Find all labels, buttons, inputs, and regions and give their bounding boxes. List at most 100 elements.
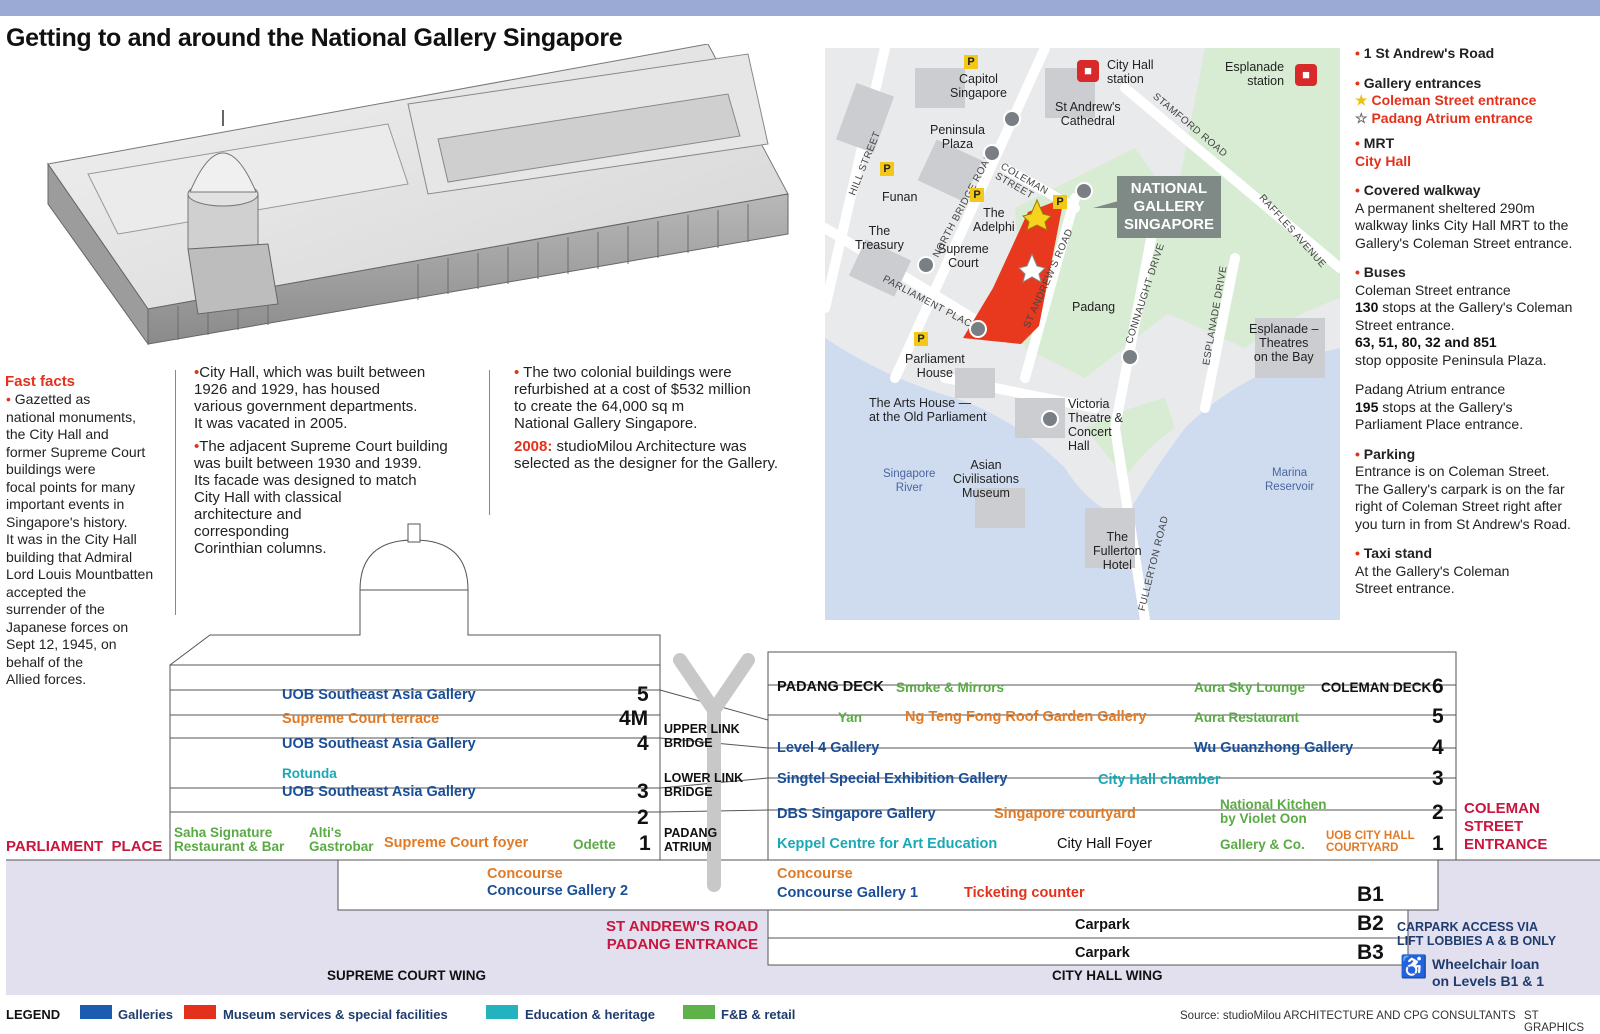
bus-stop-icon <box>983 144 1001 162</box>
sc-level4-number: 4 <box>637 732 649 755</box>
map-label-funan: Funan <box>882 190 918 204</box>
legend-swatch-galleries <box>80 1005 112 1019</box>
parking-icon: P <box>880 162 894 176</box>
b3-number: B3 <box>1357 941 1384 964</box>
b1-concourse-gallery-1: Concourse Gallery 1 <box>777 885 919 901</box>
ch-smoke-mirrors: Smoke & Mirrors <box>896 680 1005 695</box>
sc-level1-foyer: Supreme Court foyer <box>384 835 529 851</box>
info-panel: • 1 St Andrew's Road • Gallery entrances… <box>1355 45 1573 596</box>
source-note: Source: studioMilou ARCHITECTURE AND CPG… <box>1180 1010 1516 1022</box>
section-diagram <box>6 523 1600 995</box>
ch-dbs-gallery: DBS Singapore Gallery <box>777 806 936 822</box>
legend-label: LEGEND <box>6 1007 61 1022</box>
map-label-arts-house: The Arts House —at the Old Parliament <box>869 396 987 424</box>
parking-icon: P <box>970 188 984 202</box>
b1-ticketing-counter: Ticketing counter <box>964 885 1085 901</box>
parking-icon: P <box>1053 195 1067 209</box>
building-illustration <box>47 44 789 346</box>
star-filled-icon: ★ <box>1355 92 1368 108</box>
ch-level4-number: 4 <box>1432 736 1444 759</box>
ch-singapore-courtyard: Singapore courtyard <box>994 806 1136 822</box>
ch-wu-guanzhong: Wu Guanzhong Gallery <box>1194 740 1354 756</box>
fast-facts-col1: • Gazetted as national monuments,the Cit… <box>6 391 154 687</box>
mrt-icon: ■ <box>1295 64 1317 86</box>
sc-level3-label: UOB Southeast Asia Gallery <box>282 784 476 800</box>
ch-city-hall-chamber: City Hall chamber <box>1098 772 1221 788</box>
ch-roof-garden: Ng Teng Fong Roof Garden Gallery <box>905 709 1147 725</box>
legend-item-museum-services: Museum services & special facilities <box>223 1007 448 1022</box>
fast-facts-col3: • The two colonial buildings were refurb… <box>514 364 779 472</box>
sc-level1-number: 1 <box>639 832 651 855</box>
parking-icon: P <box>914 332 928 346</box>
ch-level5-number: 5 <box>1432 705 1444 728</box>
ch-level1-number: 1 <box>1432 832 1444 855</box>
b2-number: B2 <box>1357 912 1384 935</box>
ch-city-hall-foyer: City Hall Foyer <box>1057 836 1153 852</box>
bus-stop-icon <box>969 320 987 338</box>
sc-level4m-number: 4M <box>619 707 649 730</box>
city-hall-wing-label: CITY HALL WING <box>1052 968 1163 983</box>
parliament-place-label: PARLIAMENT PLACE <box>6 838 163 855</box>
fast-facts-heading: Fast facts <box>5 373 76 390</box>
bus-stop-icon <box>1075 182 1093 200</box>
map-canvas <box>825 48 1340 620</box>
page-title: Getting to and around the National Galle… <box>6 24 623 52</box>
ch-yan: Yan <box>838 710 863 725</box>
supreme-court-wing-label: SUPREME COURT WING <box>327 968 487 983</box>
top-color-bar <box>0 0 1600 16</box>
sc-level5-label: UOB Southeast Asia Gallery <box>282 687 476 703</box>
ch-coleman-deck: COLEMAN DECK <box>1321 680 1432 695</box>
sc-level2-number: 2 <box>637 806 649 829</box>
legend-swatch-education <box>486 1005 518 1019</box>
legend-item-fnb: F&B & retail <box>721 1007 796 1022</box>
b1-left-concourse: Concourse <box>487 866 563 882</box>
ch-keppel-centre: Keppel Centre for Art Education <box>777 836 998 852</box>
sc-level5-number: 5 <box>637 683 649 706</box>
wheelchair-icon: ♿ <box>1400 954 1428 979</box>
fast-facts-col2: •City Hall, which was built between 1926… <box>194 364 448 557</box>
bus-stop-icon <box>1121 348 1139 366</box>
b2-carpark: Carpark <box>1075 917 1130 933</box>
bus-stop-icon <box>1003 110 1021 128</box>
legend-swatch-museum-services <box>184 1005 216 1019</box>
b1-number: B1 <box>1357 883 1384 906</box>
ch-level3-number: 3 <box>1432 767 1444 790</box>
sc-level3-number: 3 <box>637 780 649 803</box>
b1-right-concourse: Concourse <box>777 866 853 882</box>
mrt-icon: ■ <box>1077 60 1099 82</box>
ch-gallery-co: Gallery & Co. <box>1220 837 1305 852</box>
sc-level3-rotunda: Rotunda <box>282 766 337 781</box>
star-outline-icon: ☆ <box>1355 109 1368 126</box>
ch-aura-sky-lounge: Aura Sky Lounge <box>1194 680 1306 695</box>
legend-swatch-fnb <box>683 1005 715 1019</box>
divider <box>175 370 176 615</box>
ch-singtel-gallery: Singtel Special Exhibition Gallery <box>777 771 1008 787</box>
sc-level1-odette: Odette <box>573 837 616 852</box>
legend-item-galleries: Galleries <box>118 1007 173 1022</box>
divider <box>489 370 490 515</box>
